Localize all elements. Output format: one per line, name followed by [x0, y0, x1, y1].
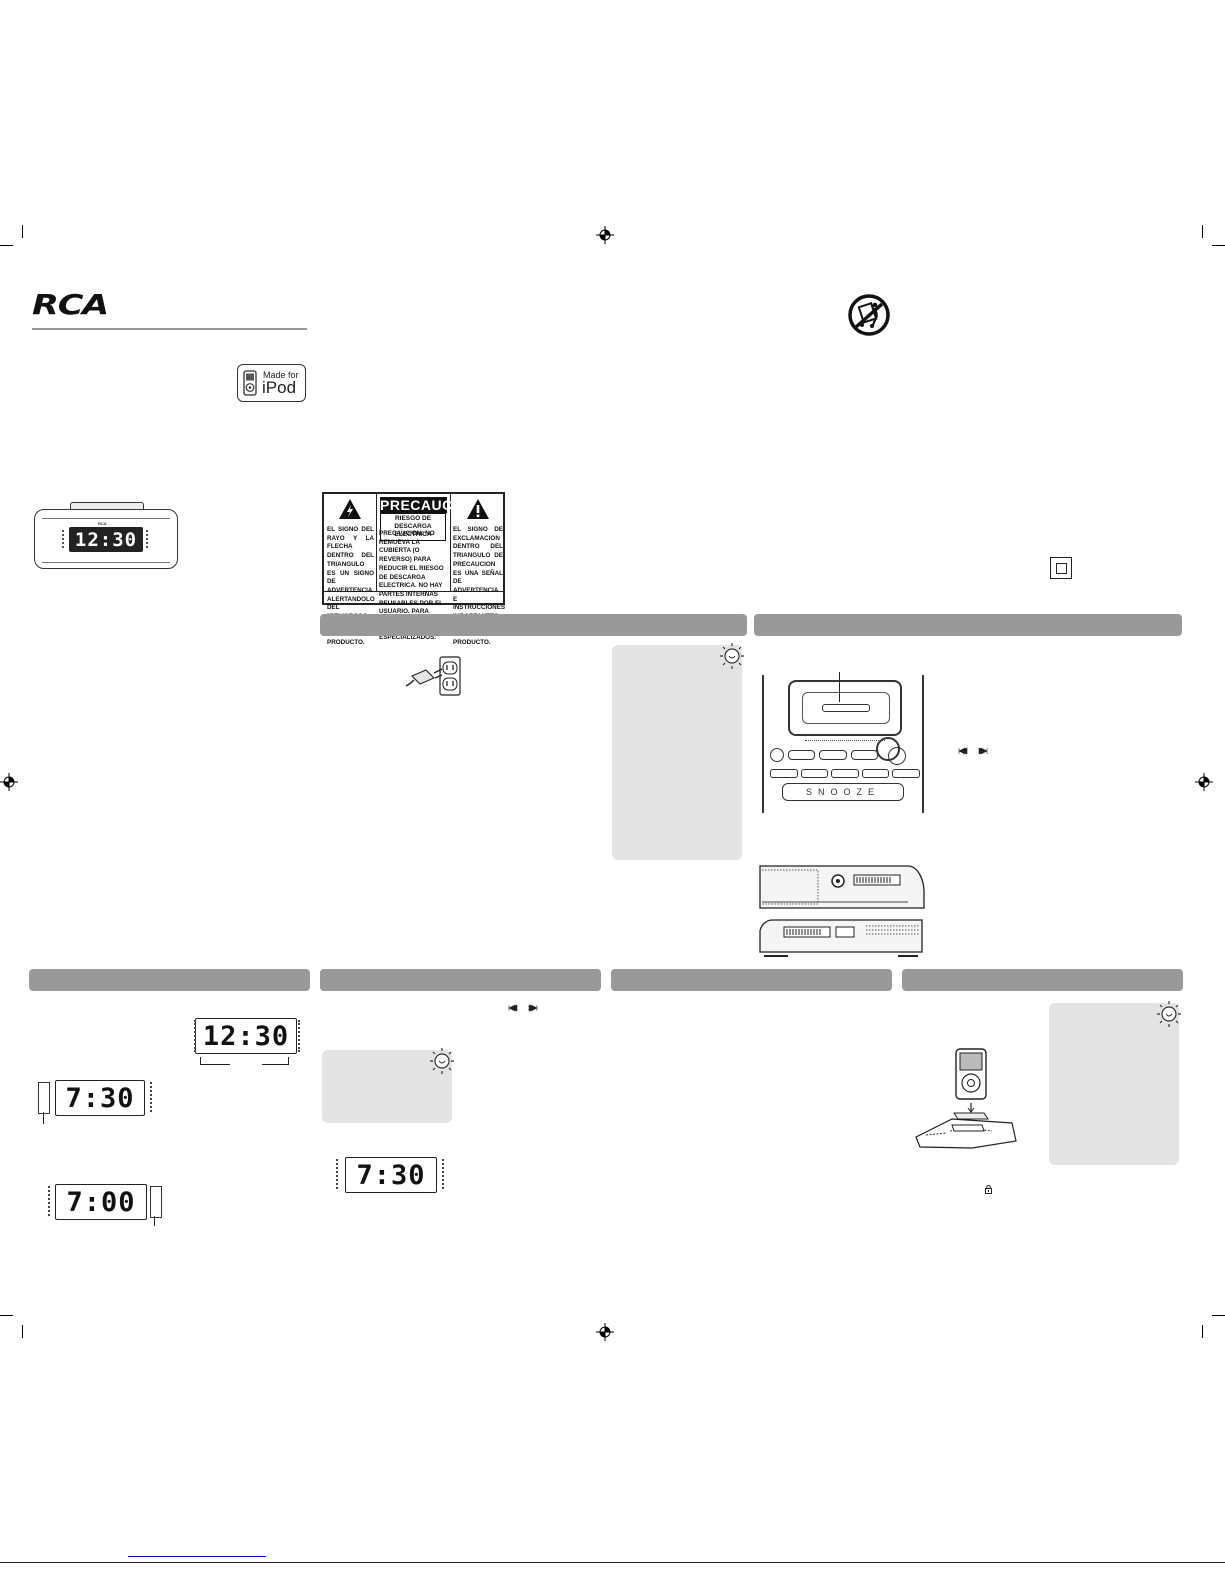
precaucion-subtitle: RIESGO DE DESCARGA ELECTRICA	[380, 513, 446, 541]
crop-mark	[0, 245, 13, 246]
section-header-bar	[902, 969, 1183, 991]
callout-line	[200, 1057, 201, 1065]
page-edge-line	[0, 1562, 1225, 1563]
header-rule	[32, 328, 307, 330]
crop-mark	[22, 1325, 23, 1338]
link-underline[interactable]	[128, 1556, 266, 1557]
ipod-dock-cradle	[788, 680, 902, 736]
registration-mark-icon	[0, 773, 18, 791]
control-button-row	[770, 767, 920, 779]
snooze-bar: SNOOZE	[782, 783, 904, 801]
double-insulation-symbol	[1050, 557, 1072, 579]
lcd-display-alarm-three: 7:30	[345, 1157, 437, 1193]
badge-line2: iPod	[262, 378, 297, 397]
cart-tipover-warning-icon	[848, 294, 890, 336]
lcd-display-alarm-one: 7:30	[55, 1080, 145, 1116]
lcd-display-clock-set: 12:30	[195, 1018, 297, 1054]
device-illustration: RCA 12:30	[32, 502, 180, 572]
skip-buttons-icon	[508, 1004, 538, 1012]
device-display-time: 12:30	[74, 528, 138, 551]
tip-box	[612, 645, 742, 860]
section-header-bar	[320, 614, 747, 636]
lcd-indicator-dots	[298, 1020, 308, 1052]
lock-icon	[985, 1185, 992, 1194]
lightbulb-tip-icon	[720, 643, 744, 669]
callout-line	[262, 1064, 289, 1065]
crop-mark	[1202, 225, 1203, 238]
lcd-indicator-dots	[186, 1020, 196, 1052]
registration-mark-icon	[596, 1323, 614, 1341]
crop-mark	[1202, 1325, 1203, 1338]
lightning-warning-icon	[339, 499, 361, 519]
lcd-indicator-dots	[150, 1082, 160, 1112]
rca-logo-text: RCA	[32, 288, 109, 321]
lcd-indicator-dots	[38, 1082, 50, 1114]
lcd-indicator-dots	[328, 1159, 338, 1189]
power-plug-outlet-icon	[405, 656, 461, 696]
section-header-bar	[320, 969, 601, 991]
made-for-ipod-badge: Made for iPod	[237, 364, 306, 402]
lcd-display-alarm-two: 7:00	[55, 1184, 147, 1220]
lightbulb-tip-icon	[1157, 1001, 1181, 1027]
ipod-docking-illustration	[915, 1048, 1017, 1149]
device-display: 12:30	[69, 527, 143, 552]
skip-buttons-icon	[958, 747, 988, 755]
section-header-bar	[29, 969, 310, 991]
registration-mark-icon	[596, 226, 614, 244]
tip-box	[322, 1050, 452, 1123]
side-view-top	[759, 865, 925, 909]
callout-line	[200, 1064, 230, 1065]
callout-line	[288, 1057, 289, 1065]
crop-mark	[1212, 1315, 1225, 1316]
lcd-time-alarm-two: 7:00	[66, 1186, 136, 1218]
exclamation-warning-icon	[467, 499, 489, 519]
callout-line	[43, 1112, 44, 1124]
control-button-row	[770, 747, 878, 763]
snooze-label: SNOOZE	[805, 787, 880, 797]
tip-box	[1049, 1003, 1179, 1165]
lightbulb-tip-icon	[430, 1048, 454, 1074]
ipod-icon	[243, 370, 257, 396]
product-front-panel: SNOOZE	[760, 672, 926, 815]
lcd-time-alarm-three: 7:30	[356, 1159, 426, 1191]
lcd-indicator-dots	[150, 1186, 162, 1218]
precaucion-warning-table: EL SIGNO DEL RAYO Y LA FLECHA DENTRO DEL…	[322, 492, 505, 646]
lcd-time-clock-set: 12:30	[202, 1020, 290, 1052]
section-header-bar	[754, 614, 1182, 636]
crop-mark	[0, 1315, 13, 1316]
registration-mark-icon	[1195, 773, 1213, 791]
lcd-indicator-dots	[40, 1186, 50, 1216]
crop-mark	[1212, 245, 1225, 246]
side-view-bottom	[759, 919, 923, 957]
callout-line	[154, 1216, 155, 1226]
rca-logo: RCA	[32, 290, 110, 320]
badge-line1: Made for	[263, 370, 299, 380]
lcd-time-alarm-one: 7:30	[65, 1082, 135, 1114]
precaucion-title: PRECAUCION	[380, 497, 480, 513]
lcd-indicator-dots	[442, 1159, 452, 1189]
section-header-bar	[611, 969, 892, 991]
crop-mark	[22, 225, 23, 238]
